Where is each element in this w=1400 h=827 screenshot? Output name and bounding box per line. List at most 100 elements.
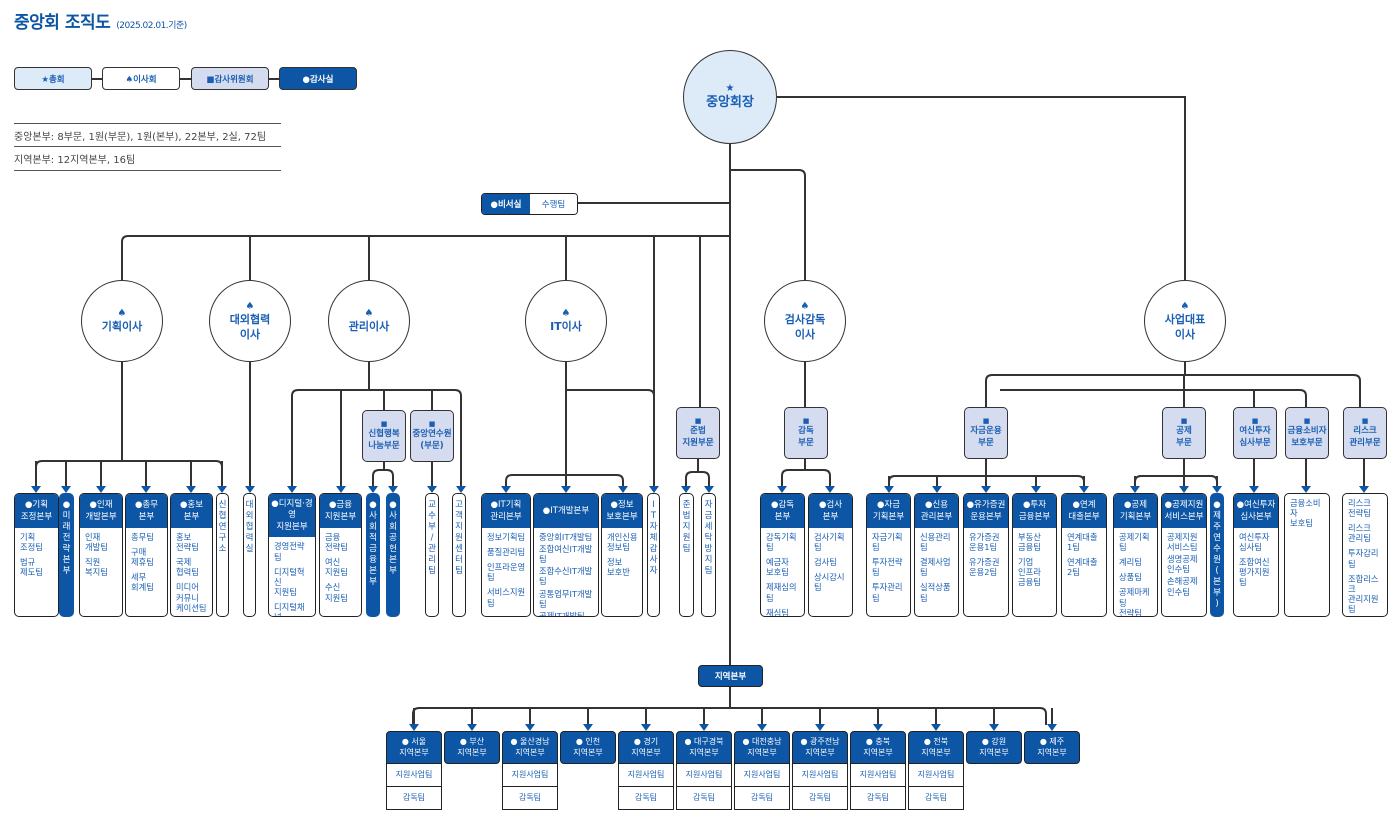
unit-digital[interactable]: ●디지털·경영지원본부경영전략팀디지털혁신지원팀디지털채널지원팀 xyxy=(268,493,316,617)
team-item[interactable]: 투자감리팀 xyxy=(1348,548,1379,569)
region-team[interactable]: 지원사업팀 xyxy=(502,764,558,787)
team-item[interactable]: 투자관리팀 xyxy=(872,582,903,603)
team-item[interactable]: 경영전략팀 xyxy=(274,541,305,562)
legend-item[interactable]: ♠이사회 xyxy=(102,67,180,90)
region-team[interactable]: 감독팀 xyxy=(676,787,732,810)
team-item[interactable]: 검사기획팀 xyxy=(814,532,845,553)
team-item[interactable]: 총무팀 xyxy=(131,532,154,542)
director-node[interactable]: ♠기획이사 xyxy=(81,280,163,362)
legend-item[interactable]: ●감사실 xyxy=(279,67,357,90)
region-team[interactable]: 지원사업팀 xyxy=(908,764,964,787)
region-team[interactable]: 감독팀 xyxy=(734,787,790,810)
secretariat-box[interactable]: ●비서실 수행팀 xyxy=(481,193,578,215)
team-item[interactable]: 자금기획팀 xyxy=(872,532,903,553)
region-team[interactable]: 감독팀 xyxy=(908,787,964,810)
team-item[interactable]: 디지털채널지원팀 xyxy=(274,601,305,616)
legend-item[interactable]: ■감사위원회 xyxy=(191,67,269,90)
region-team[interactable]: 감독팀 xyxy=(618,787,674,810)
team-item[interactable]: 공통업무IT개발팀 xyxy=(539,588,593,609)
team-item[interactable]: 공제기획팀 xyxy=(1119,532,1150,553)
region-team[interactable]: 감독팀 xyxy=(792,787,848,810)
team-item[interactable]: 서비스지원팀 xyxy=(487,587,526,608)
team-item[interactable]: 계리팀 xyxy=(1119,557,1142,568)
region-team[interactable]: 지원사업팀 xyxy=(792,764,848,787)
unit-ins_plan[interactable]: ●공제기획본부공제기획팀계리팀상품팀공제마케팅전략팀직업채널영업팀 xyxy=(1113,493,1158,617)
team-item[interactable]: 검사팀 xyxy=(814,557,837,568)
region-team[interactable]: 감독팀 xyxy=(386,787,442,810)
team-item[interactable]: 조합여신IT개발팀 xyxy=(539,544,593,565)
team-item[interactable]: 인프라운영팀 xyxy=(487,562,526,583)
team-item[interactable]: 중앙회IT개발팀 xyxy=(539,532,593,542)
division-node[interactable]: ■중앙연수원(부문) xyxy=(410,410,454,462)
team-item[interactable]: 실적상품팀 xyxy=(920,582,951,603)
region-team[interactable]: 감독팀 xyxy=(850,787,906,810)
region-team[interactable]: 감독팀 xyxy=(502,787,558,810)
team-item[interactable]: 신용관리팀 xyxy=(920,532,951,553)
regional-hq-node[interactable]: 지역본부 xyxy=(698,665,763,687)
team-item[interactable]: 제재심의팀 xyxy=(766,582,797,603)
team-item[interactable]: 정보기획팀 xyxy=(487,532,526,542)
region-team[interactable]: 지원사업팀 xyxy=(386,764,442,787)
team-item[interactable]: 상품팀 xyxy=(1119,572,1142,583)
region-team[interactable]: 지원사업팀 xyxy=(734,764,790,787)
chairman-node[interactable]: ★ 중앙회장 xyxy=(683,50,777,144)
team-item[interactable]: 공제IT개발팀 xyxy=(539,610,585,617)
region-team[interactable]: 지원사업팀 xyxy=(676,764,732,787)
